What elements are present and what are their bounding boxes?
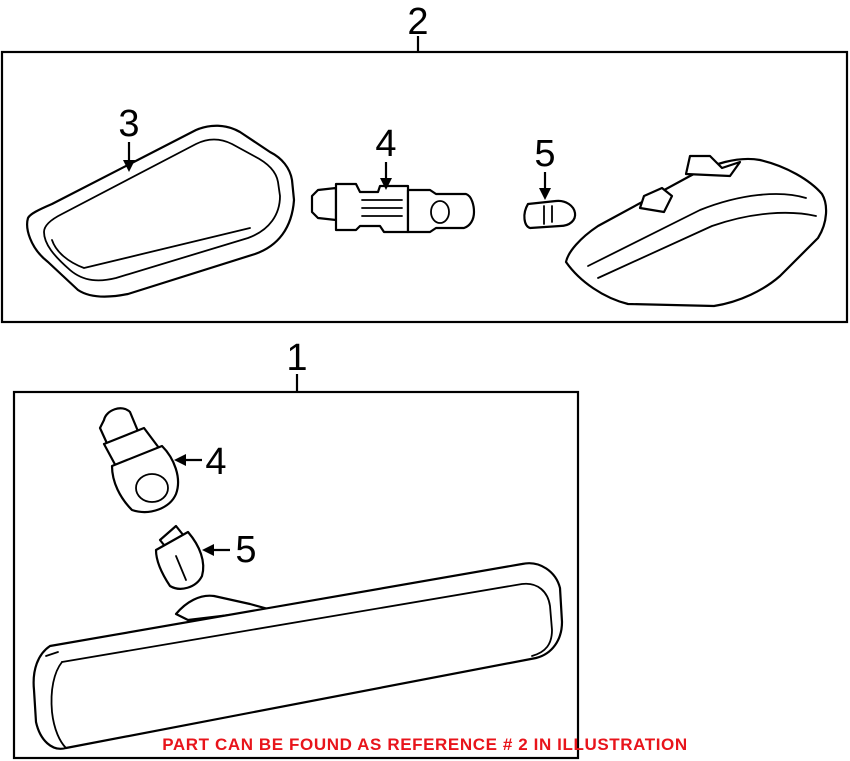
bulb-socket-top [310, 182, 476, 234]
top-assembly-frame [0, 50, 849, 324]
bulb-ref-label-bottom: 5 [235, 529, 256, 571]
side-marker-assembly [32, 562, 564, 750]
side-marker-housing [564, 154, 828, 308]
socket-ref-label-bottom: 4 [205, 441, 226, 483]
bottom-assembly-group: 1 4 5 [12, 337, 580, 760]
part-reference-note: PART CAN BE FOUND AS REFERENCE # 2 IN IL… [162, 735, 688, 754]
bulb-ref-label-top: 5 [534, 133, 555, 175]
socket-ref-label-top: 4 [375, 123, 396, 165]
callout-4-top: 4 [375, 123, 397, 190]
callout-5-top: 5 [534, 133, 556, 200]
callout-3: 3 [118, 103, 140, 172]
top-assembly-ref-label: 2 [407, 1, 428, 43]
callout-4-bottom: 4 [174, 441, 227, 483]
bulb-socket-bottom [98, 407, 180, 514]
bottom-assembly-ref-label: 1 [286, 337, 307, 379]
top-assembly-group: 2 3 4 [0, 1, 849, 324]
lens-ref-label: 3 [118, 103, 139, 145]
bulb-bottom [154, 524, 205, 590]
bulb-top [523, 199, 577, 230]
callout-5-bottom: 5 [202, 529, 257, 571]
side-marker-lens [26, 124, 296, 298]
